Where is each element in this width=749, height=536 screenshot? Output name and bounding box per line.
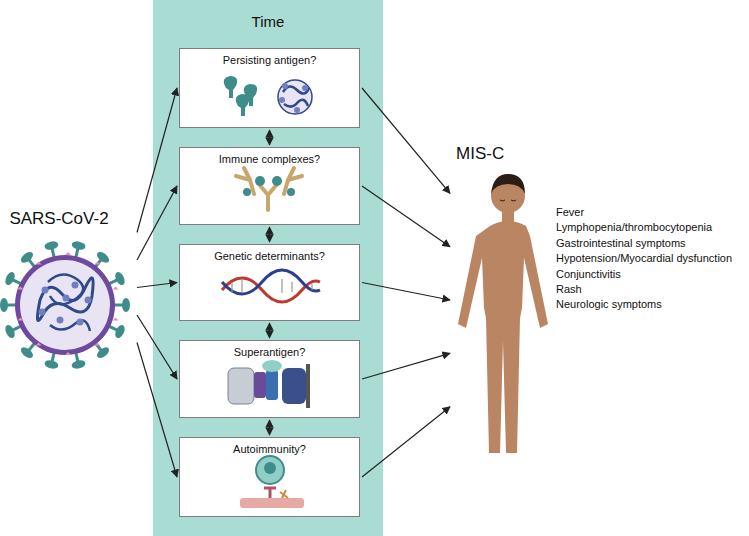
virus-rna [48,274,83,304]
child-figure [458,174,548,453]
membrane-protein [17,317,23,320]
autoimmunity-icon [240,456,304,508]
virus-node: SARS-CoV-2 [3,205,135,370]
mechanism-box: Genetic determinants? [179,244,360,321]
spike-stalk [95,343,101,351]
spike-stalk [52,248,54,258]
spike-stalk [13,280,22,284]
spike-protein [3,323,16,339]
connector-arrow [362,186,450,247]
spike-protein [113,270,126,286]
spike-protein [71,359,86,370]
symptom-item: Fever [556,206,584,218]
virus-illustration [0,240,130,370]
spike-protein [44,240,59,251]
symptom-item: Lymphopenia/thrombocytopenia [556,221,712,233]
superantigen-icon [228,360,310,408]
spike-stalk [108,326,117,330]
spike-protein [122,298,130,312]
connector-arrow [362,283,450,301]
symptom-item: Rash [556,283,582,295]
connector-arrow [137,186,177,260]
membrane-protein [94,342,100,345]
connector-arrow [137,315,177,379]
connector-arrow [137,283,177,288]
connector-arrow [362,88,450,193]
virus-envelope [15,255,115,355]
spike-stalk [29,343,35,351]
spike-stalk [95,260,101,268]
antigen-icon [224,76,312,116]
mechanism-box: Superantigen? [179,340,360,418]
dna-icon [222,270,320,302]
nucleocapsid [57,317,64,324]
node-label: MIS-C [456,144,749,164]
symptom-item: Conjunctivitis [556,268,621,280]
nucleocapsid [72,282,79,289]
spike-stalk [7,304,17,307]
spike-protein [19,345,35,360]
nucleocapsid [77,319,84,326]
symptom-item: Hypotension/Myocardial dysfunction [556,252,732,264]
spike-protein [95,250,111,265]
nucleocapsid [39,309,46,316]
spike-protein [71,240,86,251]
box-title: Superantigen? [180,341,359,358]
box-title: Persisting antigen? [180,49,359,66]
membrane-protein [94,262,100,265]
spike-protein [44,359,59,370]
antibody-icon [236,168,302,210]
symptom-item: Gastrointestinal symptoms [556,237,686,249]
box-title: Autoimmunity? [180,438,359,455]
spike-protein [19,250,35,265]
spike-protein [3,270,16,286]
connector-arrow [269,227,270,242]
spike-protein [0,298,8,312]
membrane-protein [113,287,119,290]
membrane-protein [36,262,42,265]
mechanism-box: Immune complexes? [179,147,360,225]
nucleocapsid [85,297,92,304]
mechanism-box: Autoimmunity? [179,437,360,517]
connector-arrow [362,407,450,477]
box-title: Genetic determinants? [180,245,359,262]
virus-rna [50,320,90,331]
virus-rna [37,278,93,320]
spike-stalk [113,304,123,307]
membrane-protein [65,252,71,255]
mechanism-box: Persisting antigen? [179,48,360,128]
connector-arrow [362,353,450,379]
spike-protein [95,345,111,360]
connector-arrow [137,88,177,233]
connector-arrow [269,130,270,145]
connector-arrow [269,420,270,435]
panel-title: Time [153,0,383,30]
mis-c-node: MIS-C FeverLymphopenia/thrombocytopeniaGa… [452,140,746,460]
time-panel: Persisting antigen? Immune complexes? Gene… [153,0,383,536]
connector-arrow [269,323,270,338]
spike-stalk [76,248,78,258]
box-title: Immune complexes? [180,148,359,165]
spike-stalk [52,352,54,362]
nucleocapsid [63,295,70,302]
membrane-protein [65,352,71,355]
spike-stalk [29,260,35,268]
connector-arrow [137,343,177,478]
virus-interior [20,260,110,350]
nucleocapsid [42,287,49,294]
symptom-item: Neurologic symptoms [556,298,662,310]
membrane-protein [113,317,119,320]
spike-stalk [76,352,78,362]
node-label: SARS-CoV-2 [3,205,115,229]
spike-protein [113,323,126,339]
spike-stalk [13,326,22,330]
spike-stalk [108,280,117,284]
membrane-protein [36,342,42,345]
membrane-protein [17,287,23,290]
